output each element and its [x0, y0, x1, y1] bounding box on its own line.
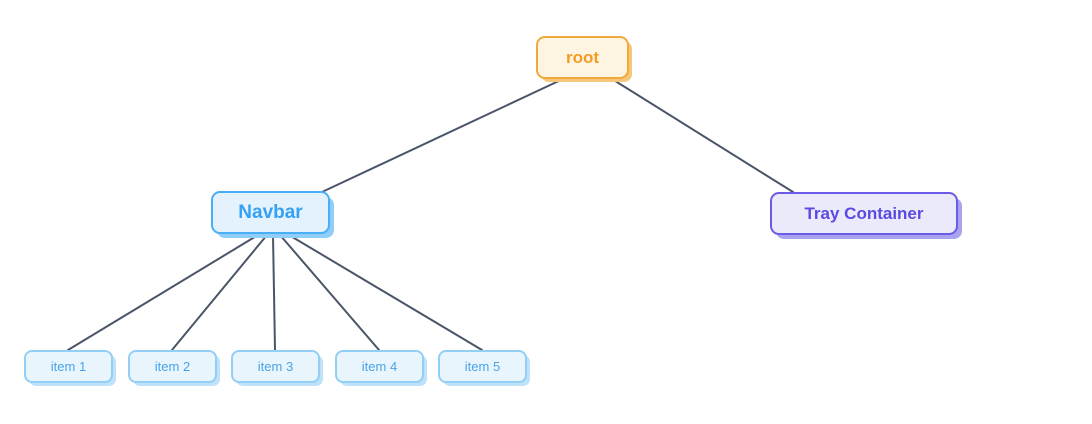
node-item-3-label: item 3 — [257, 359, 294, 374]
edge-navbar-to-item1 — [67, 234, 259, 351]
edge-root-to-tray — [611, 78, 794, 193]
edge-navbar-to-item4 — [279, 234, 380, 351]
node-item-5[interactable]: item 5 — [438, 350, 527, 383]
node-root[interactable]: root — [536, 36, 629, 79]
node-tray-container-label: Tray Container — [804, 204, 924, 223]
edge-navbar-to-item2 — [171, 234, 268, 351]
node-navbar[interactable]: Navbar — [211, 191, 330, 234]
node-root-label: root — [565, 48, 600, 67]
edge-navbar-to-item5 — [288, 234, 483, 351]
node-item-4[interactable]: item 4 — [335, 350, 424, 383]
node-item-2[interactable]: item 2 — [128, 350, 217, 383]
node-tray-container[interactable]: Tray Container — [770, 192, 958, 235]
node-navbar-label: Navbar — [238, 202, 303, 223]
node-item-5-label: item 5 — [464, 359, 501, 374]
edge-root-to-navbar — [321, 78, 564, 193]
node-item-4-label: item 4 — [361, 359, 398, 374]
node-item-3[interactable]: item 3 — [231, 350, 320, 383]
node-item-1[interactable]: item 1 — [24, 350, 113, 383]
node-item-2-label: item 2 — [154, 359, 191, 374]
node-item-1-label: item 1 — [50, 359, 87, 374]
edge-navbar-to-item3 — [272, 234, 276, 351]
